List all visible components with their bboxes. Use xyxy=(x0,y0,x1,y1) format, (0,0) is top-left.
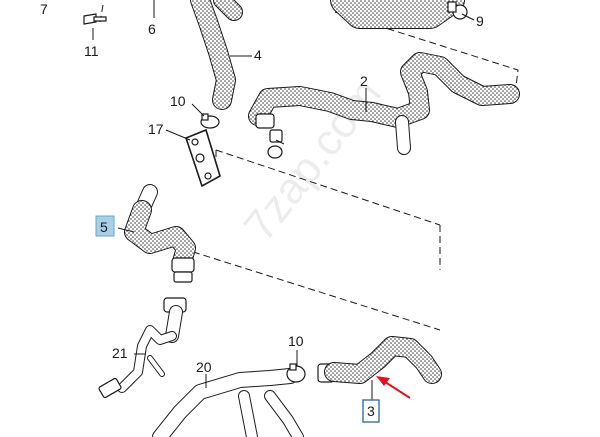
bracket-hole xyxy=(191,138,199,146)
leader-5 xyxy=(117,227,135,233)
leader-10-right xyxy=(275,139,285,145)
bracket-17 xyxy=(185,128,221,188)
hose-5-connector-ring xyxy=(173,271,193,283)
hose-2 xyxy=(248,52,520,155)
connector-21 xyxy=(98,297,187,399)
clamp-10-right xyxy=(267,145,283,159)
label-7: 7 xyxy=(40,1,48,17)
label-17: 17 xyxy=(148,121,164,137)
dashed-guide-top xyxy=(334,11,519,96)
label-21: 21 xyxy=(112,345,128,361)
hose-5-connector xyxy=(171,257,195,273)
label-5: 5 xyxy=(100,219,108,235)
leader-10-upper xyxy=(191,103,205,117)
hose-4 xyxy=(190,0,243,110)
connector-top-2 xyxy=(255,113,283,143)
label-10-upper: 10 xyxy=(170,93,186,109)
label-3-box xyxy=(362,399,380,423)
clamp-9 xyxy=(447,1,468,20)
clamp-10-upper xyxy=(200,113,220,129)
red-arrow xyxy=(376,376,411,399)
label-3: 3 xyxy=(367,403,375,419)
dashed-guide-mid xyxy=(215,149,441,226)
hose-3 xyxy=(317,336,442,384)
hose-top-right xyxy=(330,0,465,29)
label-20: 20 xyxy=(196,359,212,375)
connector-21-clip xyxy=(98,377,122,399)
leader-lines xyxy=(92,0,475,400)
bolt-11 xyxy=(83,13,107,25)
leader-9 xyxy=(461,13,475,21)
label-6: 6 xyxy=(148,21,156,37)
pipe-20 xyxy=(152,368,304,437)
label-2: 2 xyxy=(360,73,368,89)
leader-17 xyxy=(165,129,191,141)
hose-5 xyxy=(124,184,196,283)
bracket-hole xyxy=(195,153,205,163)
clamp-10-lower xyxy=(286,363,306,383)
label-11: 11 xyxy=(84,43,99,59)
label-9: 9 xyxy=(476,13,484,29)
bracket-hole xyxy=(204,172,212,180)
label-5-highlight xyxy=(95,215,115,237)
label-10-lower: 10 xyxy=(288,333,304,349)
label-4: 4 xyxy=(254,47,262,63)
dashed-guide-low xyxy=(129,231,441,331)
